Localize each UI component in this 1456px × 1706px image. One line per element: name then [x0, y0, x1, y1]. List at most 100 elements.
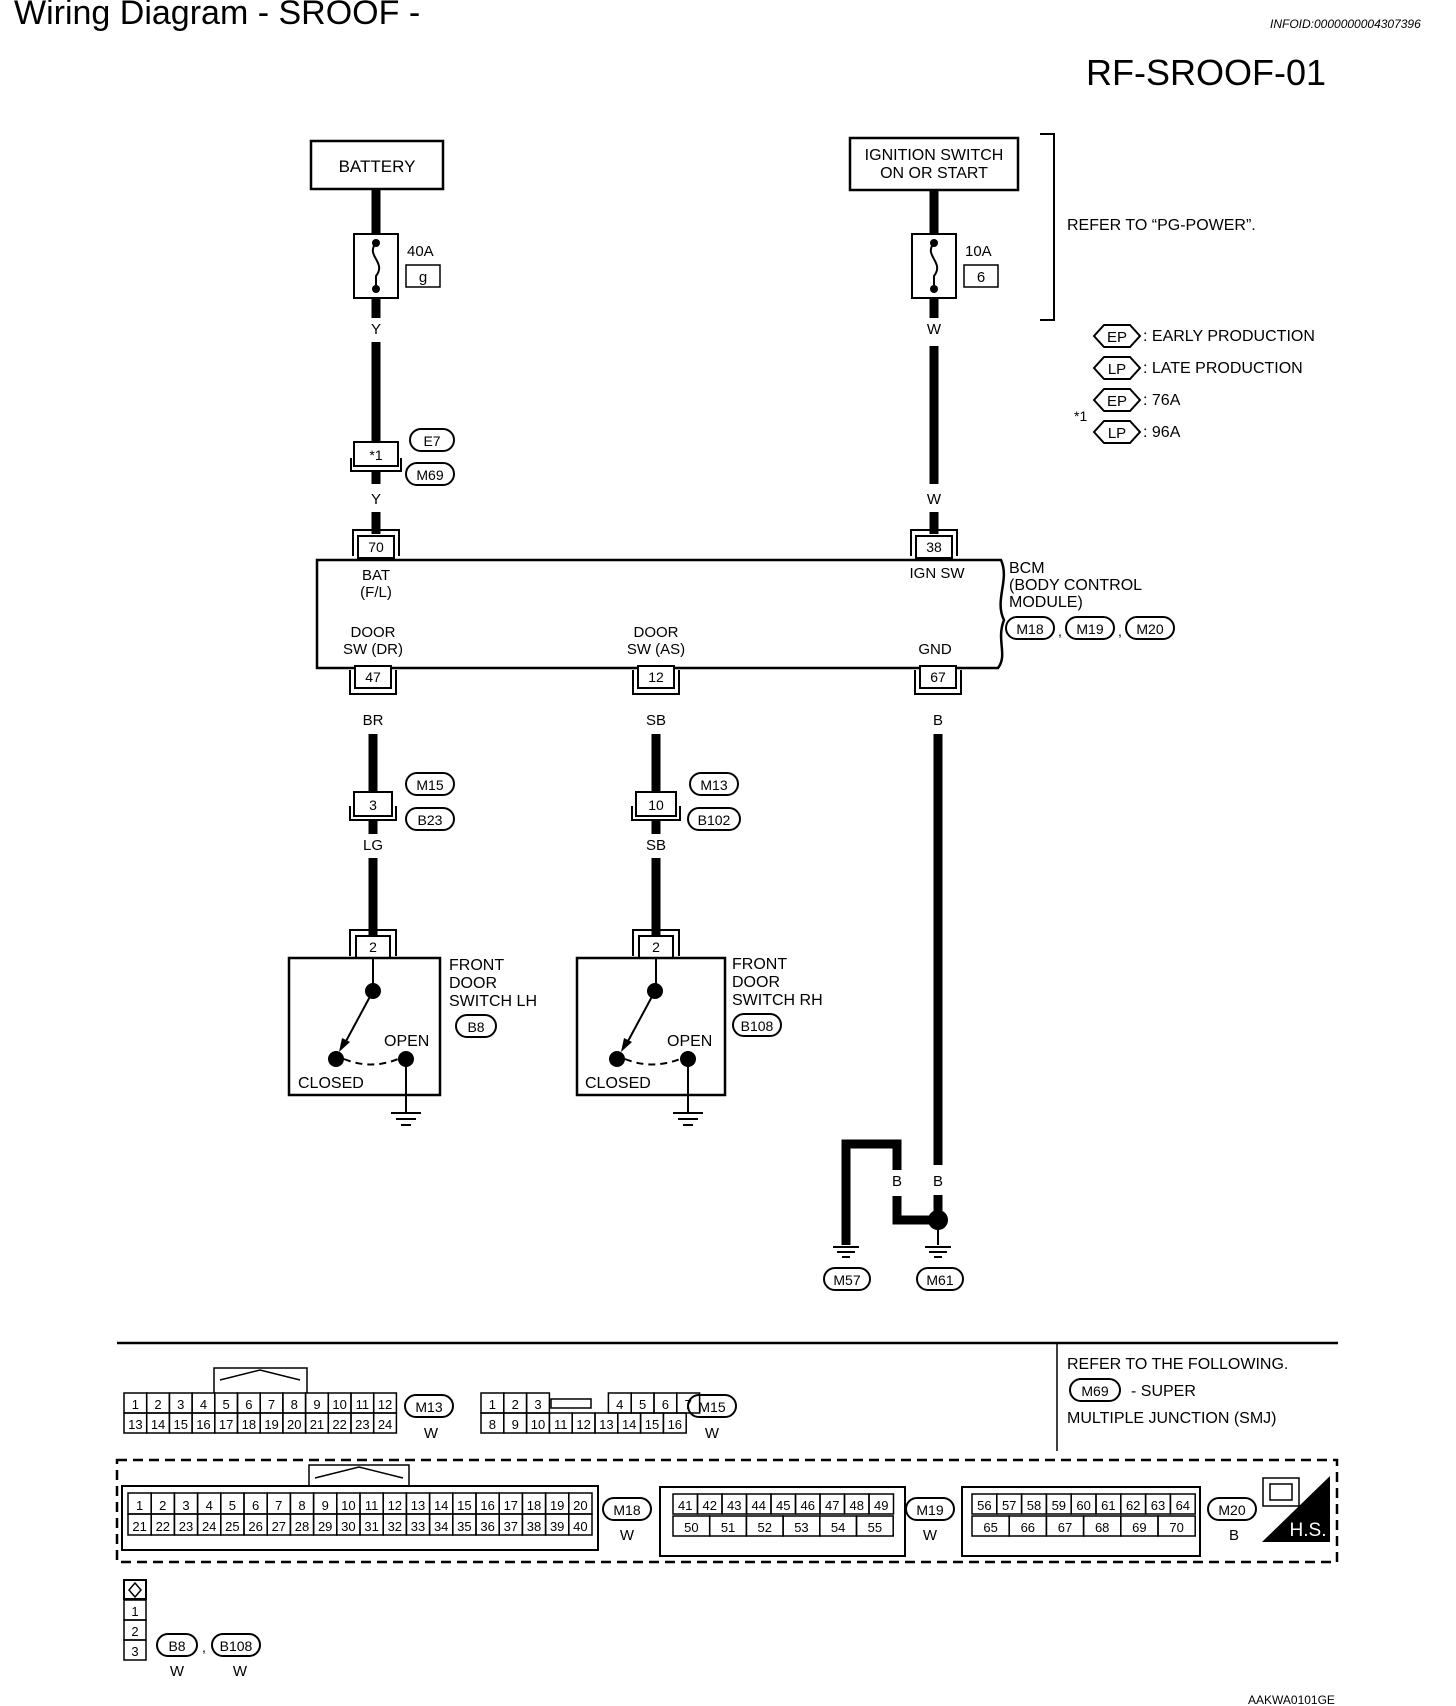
m15-pin: 14 — [622, 1417, 636, 1432]
m20-pin: 63 — [1151, 1498, 1165, 1513]
m18-pin: 1 — [136, 1498, 143, 1513]
m13-pin: 14 — [151, 1417, 165, 1432]
connector-m57-label: M57 — [833, 1272, 860, 1288]
m20-pin: 58 — [1027, 1498, 1041, 1513]
bcm-terminal-67-label: 67 — [930, 669, 946, 685]
m13-pin: 1 — [132, 1397, 139, 1412]
connector-m15 — [405, 772, 455, 796]
m19-pin: 41 — [678, 1498, 692, 1513]
m18-pin: 21 — [132, 1519, 146, 1534]
connector-m18-label: M18 — [1016, 621, 1043, 637]
m18-pin: 26 — [248, 1519, 262, 1534]
connector-b102-label: B102 — [698, 812, 731, 828]
m18-pin: 10 — [341, 1498, 355, 1513]
connector-m19-face-tag — [905, 1497, 955, 1521]
m18-pin: 39 — [550, 1519, 564, 1534]
m20-pin: 56 — [977, 1498, 991, 1513]
m13-pin: 8 — [291, 1397, 298, 1412]
b108-face-label: B108 — [220, 1638, 253, 1654]
bcm-terminal-38-label: 38 — [926, 539, 942, 555]
m20-pin: 67 — [1058, 1520, 1072, 1535]
bcm-name-2: (BODY CONTROL — [1009, 577, 1142, 594]
lh-closed-label: CLOSED — [298, 1075, 364, 1092]
m13-pin: 13 — [128, 1417, 142, 1432]
m15-pin: 13 — [599, 1417, 613, 1432]
b108-face-color: W — [233, 1663, 248, 1680]
rh-closed-label: CLOSED — [585, 1075, 651, 1092]
bcm-terminal-38 — [915, 535, 953, 559]
b-pin: 3 — [131, 1644, 138, 1659]
m18-pin: 22 — [156, 1519, 170, 1534]
m18-pin: 29 — [318, 1519, 332, 1534]
b8-b108-connector-face: 123 — [123, 1579, 147, 1661]
m13-pin: 6 — [245, 1397, 252, 1412]
m13-pin: 15 — [174, 1417, 188, 1432]
m13-face-label: M13 — [415, 1399, 442, 1415]
m19-pin: 53 — [794, 1520, 808, 1535]
m19-pin: 43 — [727, 1498, 741, 1513]
ignition-label-line1: IGNITION SWITCH — [865, 147, 1004, 164]
m15-pin: 16 — [668, 1417, 682, 1432]
connector-m20 — [1125, 616, 1175, 640]
m18-pin: 6 — [252, 1498, 259, 1513]
bcm-bat-label: BAT — [362, 567, 390, 584]
bcm-door-as-2: SW (AS) — [627, 641, 685, 658]
rh-name-2: DOOR — [732, 974, 780, 991]
refer-following: REFER TO THE FOLLOWING. — [1067, 1356, 1288, 1373]
m19-pin: 54 — [831, 1520, 845, 1535]
m18-pin: 19 — [550, 1498, 564, 1513]
lh-name-3: SWITCH LH — [449, 993, 537, 1010]
fuse1-amp: 40A — [407, 243, 434, 260]
m19-face-label: M19 — [916, 1502, 943, 1518]
battery-box — [309, 139, 445, 191]
m19-pin: 44 — [752, 1498, 766, 1513]
m18-pin: 2 — [159, 1498, 166, 1513]
refer-smj: MULTIPLE JUNCTION (SMJ) — [1067, 1410, 1276, 1427]
m20-pin: 62 — [1126, 1498, 1140, 1513]
wire-color-w-bottom: W — [927, 491, 942, 508]
fuse2-amp: 10A — [965, 243, 992, 260]
lh-open-label: OPEN — [384, 1033, 429, 1050]
m18-pin: 15 — [457, 1498, 471, 1513]
m18-pin: 33 — [411, 1519, 425, 1534]
legend-ep-symbol-2: EP — [1107, 393, 1127, 410]
m18-pin: 18 — [527, 1498, 541, 1513]
m13-pin: 3 — [177, 1397, 184, 1412]
m18-pin: 40 — [573, 1519, 587, 1534]
m13-pin: 5 — [223, 1397, 230, 1412]
m13-pin: 16 — [196, 1417, 210, 1432]
m19-pin: 49 — [874, 1498, 888, 1513]
m18-pin: 13 — [411, 1498, 425, 1513]
ignition-label-line2: ON OR START — [880, 165, 988, 182]
m13-pin: 10 — [332, 1397, 346, 1412]
refer-super: - SUPER — [1131, 1383, 1196, 1400]
refer-connector-m69 — [1069, 1378, 1121, 1402]
m18-face-label: M18 — [613, 1502, 640, 1518]
m18-pin: 27 — [272, 1519, 286, 1534]
m19-pin: 48 — [850, 1498, 864, 1513]
m18-pin: 30 — [341, 1519, 355, 1534]
terminal-10-label: 10 — [648, 797, 664, 813]
legend-ep-value: : 76A — [1143, 392, 1181, 409]
bcm-box — [315, 558, 1006, 670]
m15-pin: 10 — [531, 1417, 545, 1432]
bcm-terminal-47 — [354, 665, 392, 689]
refer-connector-m69-label: M69 — [1081, 1383, 1108, 1399]
m18-pin: 3 — [182, 1498, 189, 1513]
legend-ep-text: : EARLY PRODUCTION — [1143, 328, 1315, 345]
connector-b102 — [687, 807, 741, 831]
bcm-ign-label: IGN SW — [910, 565, 966, 582]
m18-pin: 5 — [229, 1498, 236, 1513]
m19-pin: 51 — [721, 1520, 735, 1535]
connector-b23 — [405, 807, 455, 831]
battery-label: BATTERY — [339, 157, 416, 176]
m18-face-color: W — [620, 1527, 635, 1544]
ground-wire-b-1: B — [841, 1173, 851, 1190]
m18-pin: 24 — [202, 1519, 216, 1534]
rh-name-1: FRONT — [732, 956, 787, 973]
legend-ep-symbol: EP — [1107, 329, 1127, 346]
front-door-switch-rh-box — [575, 956, 727, 1097]
svg-text:,: , — [1118, 623, 1122, 639]
b-pin: 1 — [131, 1604, 138, 1619]
m19-pin: 55 — [868, 1520, 882, 1535]
